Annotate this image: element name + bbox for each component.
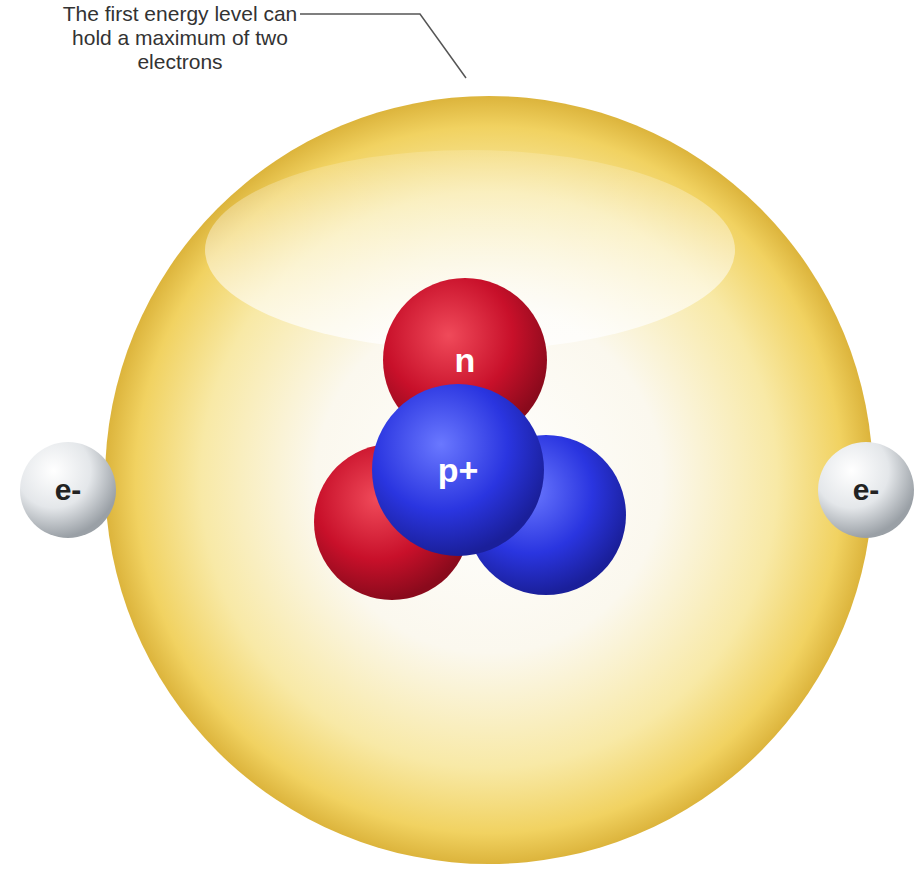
energy-level-shell (105, 96, 873, 864)
sphere-fill (372, 384, 544, 556)
particle-label: p+ (438, 453, 479, 487)
leader-line (300, 14, 466, 78)
proton-sphere: p+ (372, 384, 544, 556)
electron-sphere: e- (20, 442, 116, 538)
callout-label: The first energy level can hold a maximu… (60, 2, 300, 74)
particle-label: e- (853, 475, 880, 505)
sphere-fill (20, 442, 116, 538)
particle-label: e- (55, 475, 82, 505)
sphere-fill (818, 442, 914, 538)
electron-sphere: e- (818, 442, 914, 538)
particle-label: n (455, 343, 476, 377)
